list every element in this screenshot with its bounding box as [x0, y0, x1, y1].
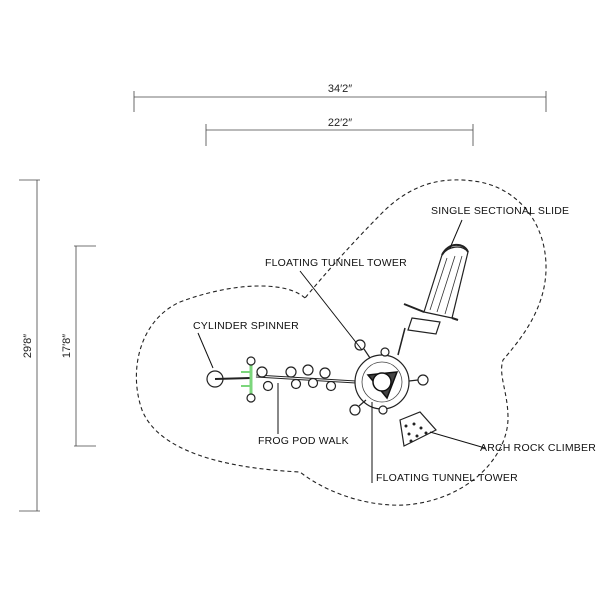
inner-height-label: 17′8″: [61, 334, 73, 358]
label-frog-pod-walk: FROG POD WALK: [258, 435, 349, 447]
inner-width-dimension: 22′2″: [205, 117, 474, 146]
label-cylinder-spinner: CYLINDER SPINNER: [193, 320, 299, 332]
overall-height-dimension: 29′8″: [19, 179, 40, 512]
floating-tunnel-tower: [349, 339, 429, 416]
arch-rock-climber: [399, 411, 437, 447]
label-single-sectional-slide: SINGLE SECTIONAL SLIDE: [431, 205, 569, 217]
overall-height-label: 29′8″: [22, 334, 34, 358]
use-zone-boundary: [135, 179, 547, 506]
overall-width-label: 34′2″: [328, 83, 352, 95]
cylinder-spinner: [206, 356, 256, 403]
single-sectional-slide: [397, 243, 469, 356]
label-floating-tunnel-tower-bottom: FLOATING TUNNEL TOWER: [376, 472, 518, 484]
overall-width-dimension: 34′2″: [133, 83, 547, 112]
frog-pod-walk: [255, 364, 357, 392]
inner-height-dimension: 17′8″: [61, 245, 96, 447]
inner-width-label: 22′2″: [328, 117, 352, 129]
frog-pod: [285, 366, 302, 390]
frog-pod: [319, 367, 337, 392]
frog-pod: [302, 364, 319, 389]
label-arch-rock-climber: ARCH ROCK CLIMBER: [480, 442, 596, 454]
frog-pod: [256, 366, 274, 392]
leader-lines: [197, 219, 486, 483]
label-floating-tunnel-tower-top: FLOATING TUNNEL TOWER: [265, 257, 407, 269]
